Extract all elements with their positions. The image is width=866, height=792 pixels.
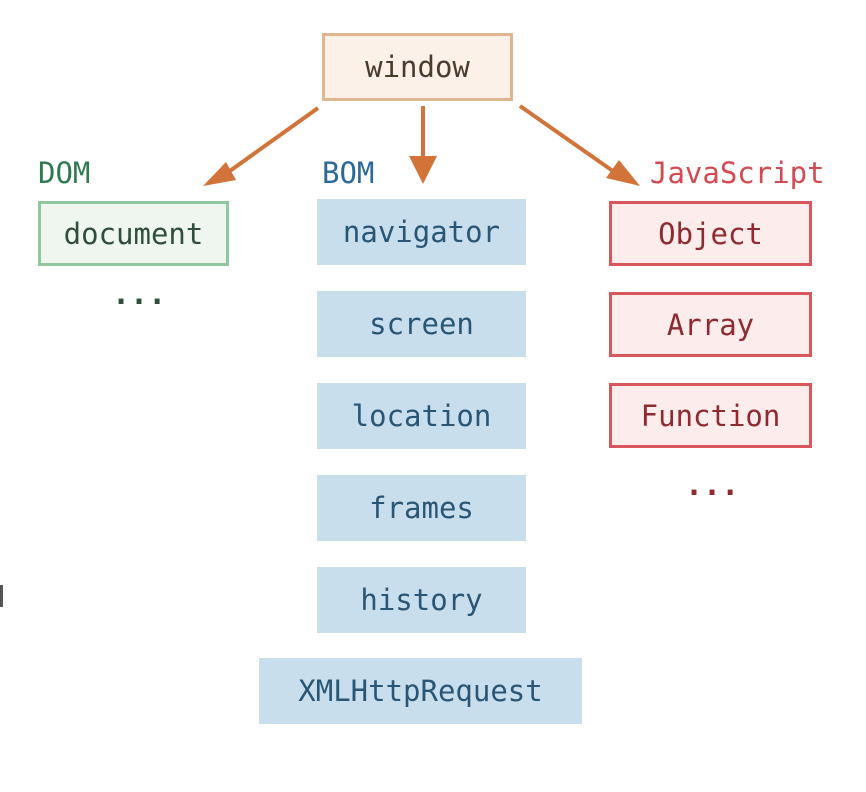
arrow-to-bom-head <box>409 156 437 184</box>
js-node-object: Object <box>609 201 812 266</box>
js-more-ellipsis: ... <box>685 468 740 503</box>
arrow-to-js-head <box>606 160 640 186</box>
edge-artifact <box>0 585 3 607</box>
bom-item-label: XMLHttpRequest <box>298 674 543 708</box>
js-item-label: Function <box>640 398 781 433</box>
bom-node-frames: frames <box>317 475 526 541</box>
bom-node-screen: screen <box>317 291 526 357</box>
bom-item-label: navigator <box>342 215 501 249</box>
js-item-label: Array <box>666 307 755 342</box>
bom-node-history: history <box>317 567 526 633</box>
js-item-label: Object <box>658 216 763 251</box>
bom-item-label: history <box>360 583 483 617</box>
dom-item-label: document <box>63 216 204 251</box>
dom-title: DOM <box>38 156 91 190</box>
arrow-to-dom <box>218 106 320 180</box>
bom-item-label: location <box>351 399 492 433</box>
arrow-to-js <box>518 104 622 178</box>
bom-node-navigator: navigator <box>317 199 526 265</box>
bom-item-label: frames <box>369 491 474 525</box>
dom-node-document: document <box>38 201 229 266</box>
bom-node-location: location <box>317 383 526 449</box>
bom-item-label: screen <box>369 307 474 341</box>
window-node: window <box>322 33 513 101</box>
window-label: window <box>365 50 470 84</box>
bom-title: BOM <box>322 156 375 190</box>
dom-more-ellipsis: ... <box>112 277 167 312</box>
js-title: JavaScript <box>650 156 825 190</box>
js-node-array: Array <box>609 292 812 357</box>
js-node-function: Function <box>609 383 812 448</box>
arrow-to-dom-head <box>203 162 236 186</box>
bom-node-xmlhttprequest: XMLHttpRequest <box>259 658 582 724</box>
